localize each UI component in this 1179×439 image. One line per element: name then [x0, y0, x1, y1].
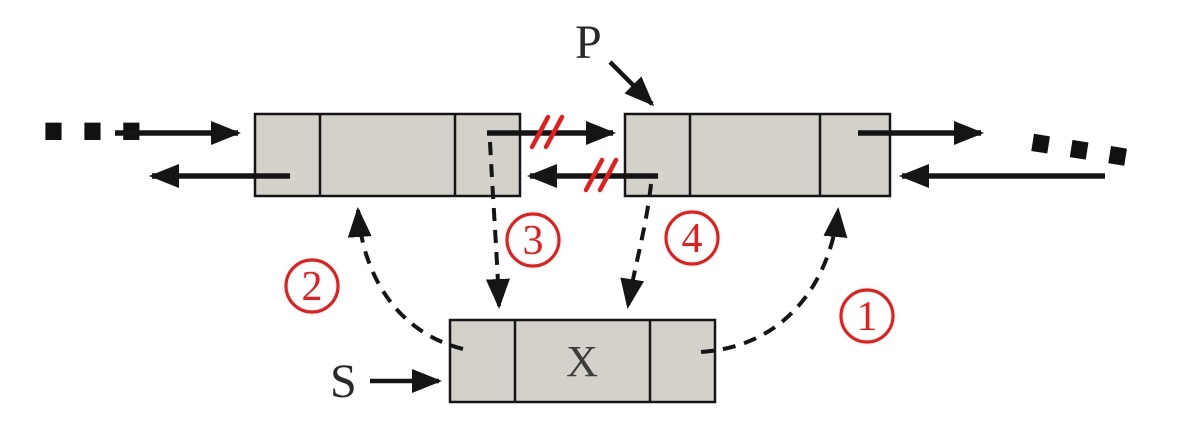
- pointer-s-label: S: [330, 355, 357, 408]
- step-2-number: 2: [302, 264, 323, 310]
- step1-new-next-arrow: [700, 207, 848, 354]
- pointer-p-arrow: [608, 60, 655, 107]
- broken-next-slash-icon: [529, 114, 565, 150]
- left-node-box: [253, 112, 522, 198]
- step2-new-prior-arrow: [347, 207, 464, 351]
- right-node-box: [623, 112, 892, 198]
- ellipsis-right: ...: [1019, 66, 1151, 190]
- step-3-number: 3: [523, 218, 544, 264]
- step4-redirect-prior-arrow: [620, 183, 653, 309]
- new-node-box: [448, 318, 717, 404]
- pointer-p-label: P: [575, 16, 602, 69]
- broken-prior-slash-icon: [583, 157, 619, 193]
- step-badge-2: 2: [284, 258, 340, 314]
- step-badge-3: 3: [505, 212, 561, 268]
- new-node-x: X: [448, 318, 717, 404]
- right-node: [623, 112, 892, 198]
- step-badge-4: 4: [664, 210, 720, 266]
- step-1-number: 1: [857, 294, 878, 340]
- step-4-number: 4: [682, 216, 703, 262]
- step-badge-1: 1: [839, 288, 895, 344]
- node-x-label: X: [566, 337, 598, 386]
- ellipsis-left: ...: [36, 55, 153, 162]
- left-node: [253, 112, 522, 198]
